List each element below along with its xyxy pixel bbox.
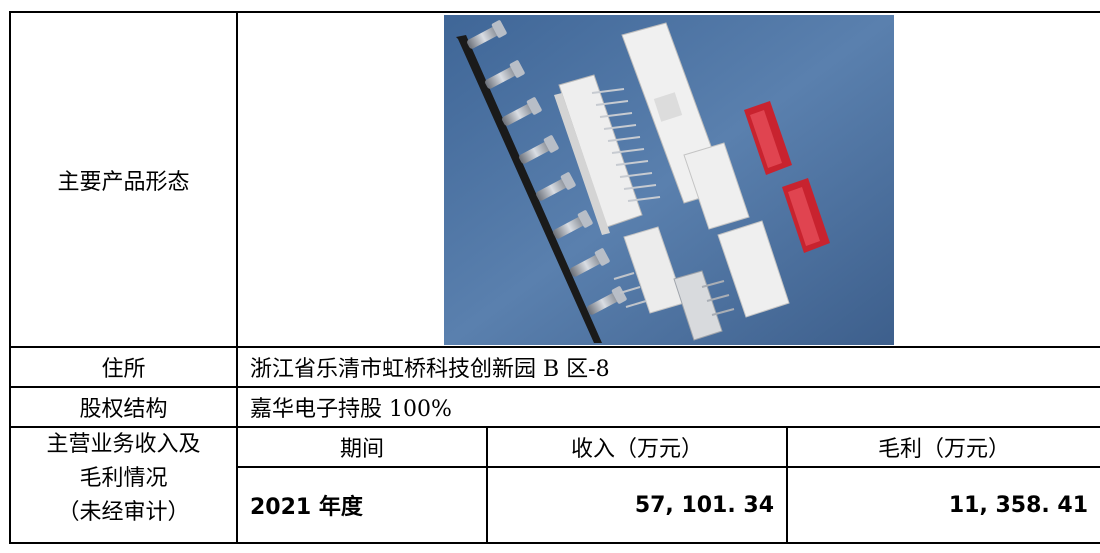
revenue-value: 57, 101. 34	[486, 466, 788, 544]
product-form-label: 主要产品形态	[9, 11, 238, 348]
business-label: 主营业务收入及 毛利情况 （未经审计）	[9, 426, 238, 544]
connector-product-photo	[444, 14, 895, 345]
red-connectors	[744, 100, 831, 253]
small-white-housings	[613, 141, 790, 341]
company-info-table: 主要产品形态	[9, 11, 1100, 544]
connector-photo-svg	[444, 14, 895, 345]
period-value: 2021 年度	[236, 466, 488, 544]
business-label-line1: 主营业务收入及	[46, 432, 201, 457]
profit-value: 11, 358. 41	[785, 466, 1100, 544]
address-row: 住所 浙江省乐清市虹桥科技创新园 B 区-8	[9, 346, 1100, 388]
profit-column-header: 毛利（万元）	[785, 426, 1100, 468]
period-column-header: 期间	[236, 426, 488, 468]
address-label: 住所	[9, 346, 238, 388]
equity-row: 股权结构 嘉华电子持股 100%	[9, 386, 1100, 428]
product-form-row: 主要产品形态	[9, 11, 1100, 348]
business-label-line2: 毛利情况	[79, 466, 168, 491]
business-header-row: 主营业务收入及 毛利情况 （未经审计） 期间 收入（万元） 毛利（万元）	[9, 426, 1100, 544]
business-data-row: 2021 年度 57, 101. 34 11, 358. 41	[10, 466, 1100, 544]
crimp-terminals	[467, 19, 627, 315]
equity-value: 嘉华电子持股 100%	[235, 386, 1100, 428]
equity-label: 股权结构	[9, 386, 238, 428]
address-value: 浙江省乐清市虹桥科技创新园 B 区-8	[235, 346, 1100, 388]
long-pin-header	[554, 73, 661, 235]
revenue-column-header: 收入（万元）	[486, 426, 788, 468]
terminal-carrier-strip	[456, 34, 603, 343]
product-photo-cell	[235, 11, 1100, 348]
business-label-line3: （未经审计）	[57, 500, 190, 525]
